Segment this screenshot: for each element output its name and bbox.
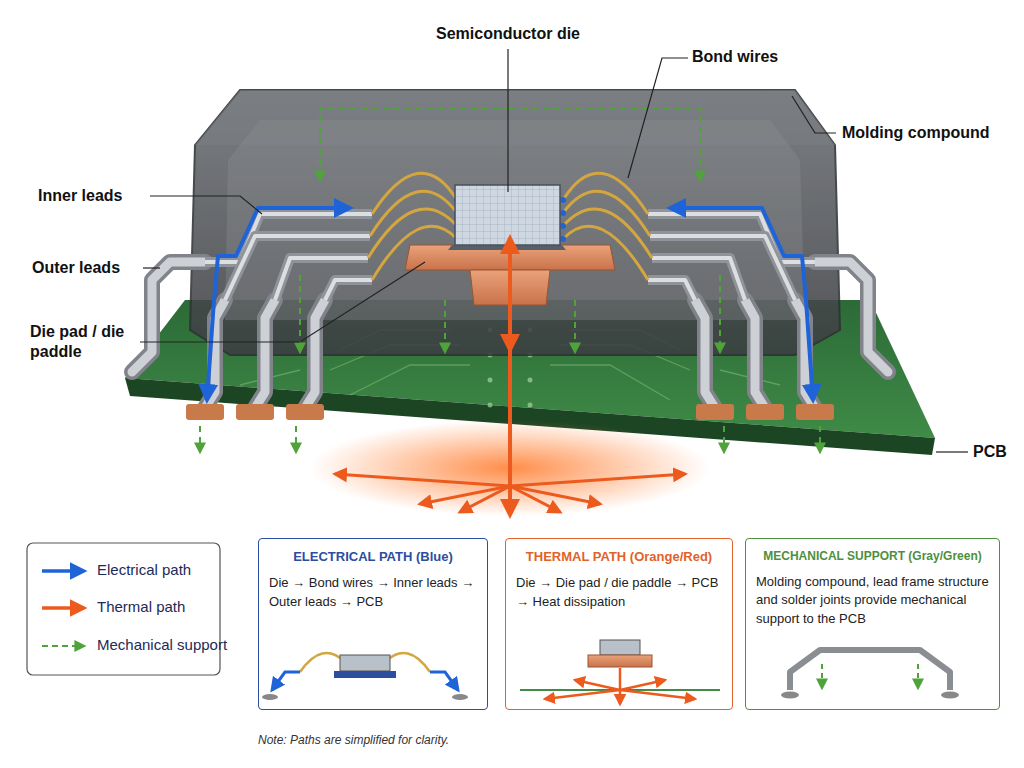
legend-box — [27, 543, 220, 675]
mechanical-mini — [781, 650, 959, 699]
part-label: Molding compound — [842, 123, 990, 143]
part-label: Bond wires — [692, 47, 778, 67]
molding-body — [190, 90, 840, 355]
legend-text: Mechanical support — [97, 636, 227, 654]
legend-text: Electrical path — [97, 561, 191, 579]
part-label: Semiconductor die — [408, 24, 608, 44]
thermal-mini — [520, 640, 720, 704]
part-label: Outer leads — [32, 258, 120, 278]
thermal-path — [335, 238, 685, 515]
note-text: Note: Paths are simplified for clarity. — [258, 733, 449, 748]
box-heading: MECHANICAL SUPPORT (Gray/Green) — [756, 549, 989, 565]
path-info-box: MECHANICAL SUPPORT (Gray/Green) Molding c… — [745, 538, 1000, 710]
box-body: Die → Bond wires → Inner leads → Outer l… — [269, 574, 477, 612]
box-body: Molding compound, lead frame structure a… — [756, 573, 989, 630]
path-info-box: THERMAL PATH (Orange/Red) Die → Die pad /… — [505, 538, 733, 710]
box-heading: THERMAL PATH (Orange/Red) — [516, 549, 722, 566]
box-heading: ELECTRICAL PATH (Blue) — [269, 549, 477, 566]
leader-lines — [140, 49, 968, 452]
semiconductor-die — [448, 185, 566, 250]
box-body: Die → Die pad / die paddle → PCB → Heat … — [516, 574, 722, 612]
part-label: PCB — [973, 442, 1007, 462]
part-label: Die pad / die paddle — [30, 322, 138, 362]
part-label: Inner leads — [38, 186, 122, 206]
legend-text: Thermal path — [97, 598, 185, 616]
electrical-mini — [262, 653, 468, 700]
path-info-box: ELECTRICAL PATH (Blue) Die → Bond wires →… — [258, 538, 488, 710]
